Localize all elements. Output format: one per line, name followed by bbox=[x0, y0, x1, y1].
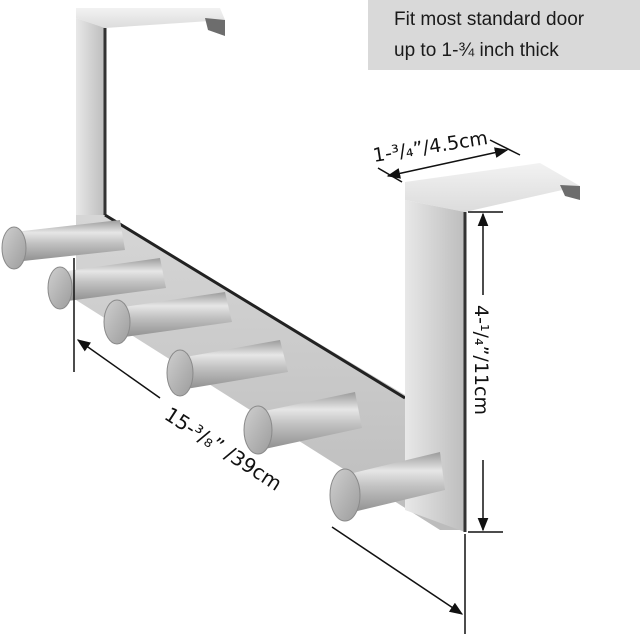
hooks bbox=[1, 220, 445, 522]
depth-label: 1-³/₄”/4.5cm bbox=[371, 127, 489, 167]
callout-line-1: Fit most standard door bbox=[394, 9, 585, 30]
right-door-bracket bbox=[405, 163, 580, 532]
height-dimension: 4-¹/₄”/11cm bbox=[468, 211, 503, 533]
callout-line-2: up to 1-¾ inch thick bbox=[394, 40, 559, 61]
hook-4 bbox=[166, 340, 288, 397]
hook-2 bbox=[47, 258, 166, 310]
left-door-bracket bbox=[76, 8, 225, 240]
hook-5 bbox=[243, 392, 362, 455]
hook-6 bbox=[329, 452, 445, 522]
door-thickness-callout: Fit most standard door up to 1-¾ inch th… bbox=[368, 0, 640, 70]
height-label: 4-¹/₄”/11cm bbox=[470, 305, 492, 415]
hook-1 bbox=[1, 220, 125, 270]
hook-3 bbox=[103, 292, 232, 345]
